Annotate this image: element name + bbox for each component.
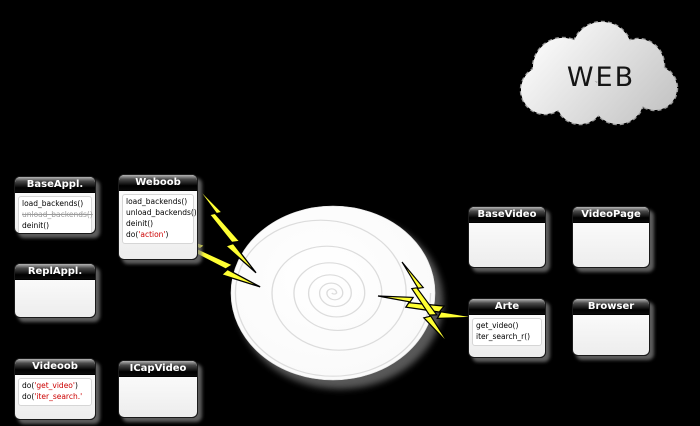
class-body [573,315,649,321]
class-box-arte: Arte get_video() iter_search_r() [468,298,546,358]
method-line: unload_backends() [22,209,93,219]
method-line: get_video() [476,321,519,330]
method-line: load_backends() [22,199,84,208]
method-line: unload_backends() [126,207,197,217]
method-line: do('iter_search.' [22,392,88,403]
class-box-basevideo: BaseVideo [468,206,546,268]
method-line: do('action') [126,230,190,241]
class-body [119,377,197,383]
method-arg-highlight: 'get_video' [34,381,75,390]
class-box-videopage: VideoPage [572,206,650,268]
class-title: Arte [469,299,545,315]
method-arg-highlight: 'iter_search.' [34,391,83,401]
spiral-line [234,219,432,377]
class-title: Videoob [15,359,95,375]
method-line: deinit() [126,218,154,228]
lightning-bolt-left-1 [195,185,257,274]
class-title: ICapVideo [119,361,197,377]
class-body: load_backends() unload_backends() deinit… [15,193,95,233]
method-text: ) [165,229,169,239]
spiral-shape [230,205,443,389]
method-line: deinit() [22,220,50,230]
class-box-browser: Browser [572,298,650,356]
class-body: do('get_video') do('iter_search.' [15,375,95,409]
class-box-replappl: ReplAppl. [14,263,96,318]
methods-panel: get_video() iter_search_r() [472,318,542,346]
spiral-disc [230,205,436,381]
method-text: ) [74,381,78,390]
class-box-baseappl: BaseAppl. load_backends() unload_backend… [14,176,96,234]
method-text: do( [22,381,35,390]
class-title: Browser [573,299,649,315]
lightning-bolt-right-2 [401,261,450,345]
class-box-videoob: Videoob do('get_video') do('iter_search.… [14,358,96,420]
class-title: Weboob [119,175,197,191]
web-cloud: WEB [519,20,679,126]
class-body [573,223,649,229]
class-box-weboob: Weboob load_backends() unload_backends()… [118,174,198,260]
method-line: load_backends() [126,197,188,206]
class-title: BaseVideo [469,207,545,223]
methods-panel: do('get_video') do('iter_search.' [18,378,92,406]
method-arg-highlight: 'action' [138,229,166,239]
class-body [15,280,95,286]
web-cloud-label: WEB [567,62,635,93]
class-title: VideoPage [573,207,649,223]
class-body: get_video() iter_search_r() [469,315,545,349]
class-title: ReplAppl. [15,264,95,280]
class-body [469,223,545,229]
class-box-icapvideo: ICapVideo [118,360,198,418]
method-text: do( [22,391,35,401]
method-line: do('get_video') [22,381,88,392]
method-text: do( [126,229,139,239]
methods-panel: load_backends() unload_backends() deinit… [18,196,93,233]
class-title: BaseAppl. [15,177,95,193]
method-line: iter_search_r() [476,331,531,341]
methods-panel: load_backends() unload_backends() deinit… [122,194,197,244]
class-body: load_backends() unload_backends() deinit… [119,191,197,247]
